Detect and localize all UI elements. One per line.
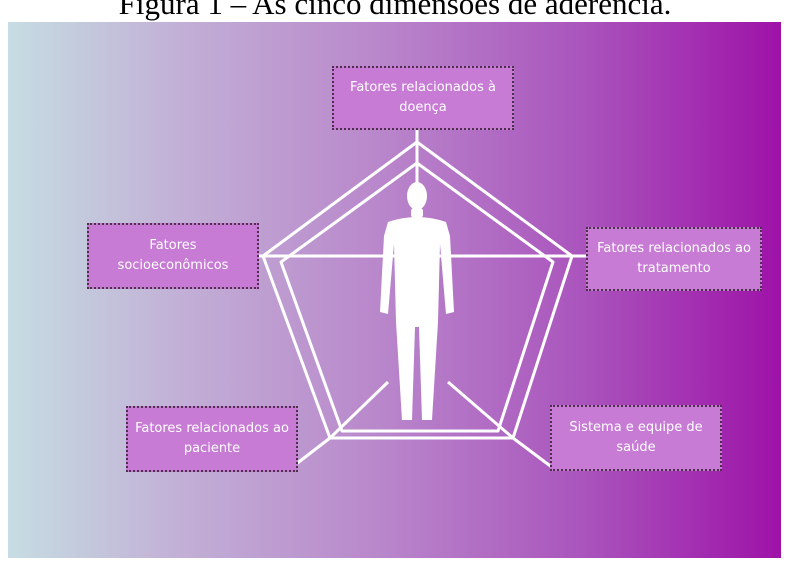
dimension-box-disease: Fatores relacionados à doença xyxy=(332,66,514,130)
dimension-box-health-system: Sistema e equipe de saúde xyxy=(550,405,722,471)
inner-pentagon xyxy=(279,161,555,433)
dimension-label-treatment: Fatores relacionados ao tratamento xyxy=(597,241,751,276)
dimension-label-patient: Fatores relacionados ao paciente xyxy=(135,421,289,456)
dimension-label-health-system: Sistema e equipe de saúde xyxy=(569,420,703,455)
outer-pentagon xyxy=(261,140,574,440)
radial-bottom-right xyxy=(447,380,514,440)
dimension-label-socioeconomic: Fatores socioeconômicos xyxy=(117,238,229,273)
spoke-health-system xyxy=(512,436,554,470)
diagram-panel: Fatores relacionados à doença Fatores so… xyxy=(8,22,781,558)
figure-caption: Figura 1 – As cinco dimensões de aderênc… xyxy=(118,0,672,21)
dimension-box-patient: Fatores relacionados ao paciente xyxy=(126,406,298,472)
radial-bottom-left xyxy=(328,380,390,440)
pentagon-diagram xyxy=(258,129,586,470)
dimension-box-socioeconomic: Fatores socioeconômicos xyxy=(87,223,259,289)
human-silhouette-icon xyxy=(380,182,454,420)
dimension-label-disease: Fatores relacionados à doença xyxy=(350,80,496,115)
dimension-box-treatment: Fatores relacionados ao tratamento xyxy=(586,227,762,291)
